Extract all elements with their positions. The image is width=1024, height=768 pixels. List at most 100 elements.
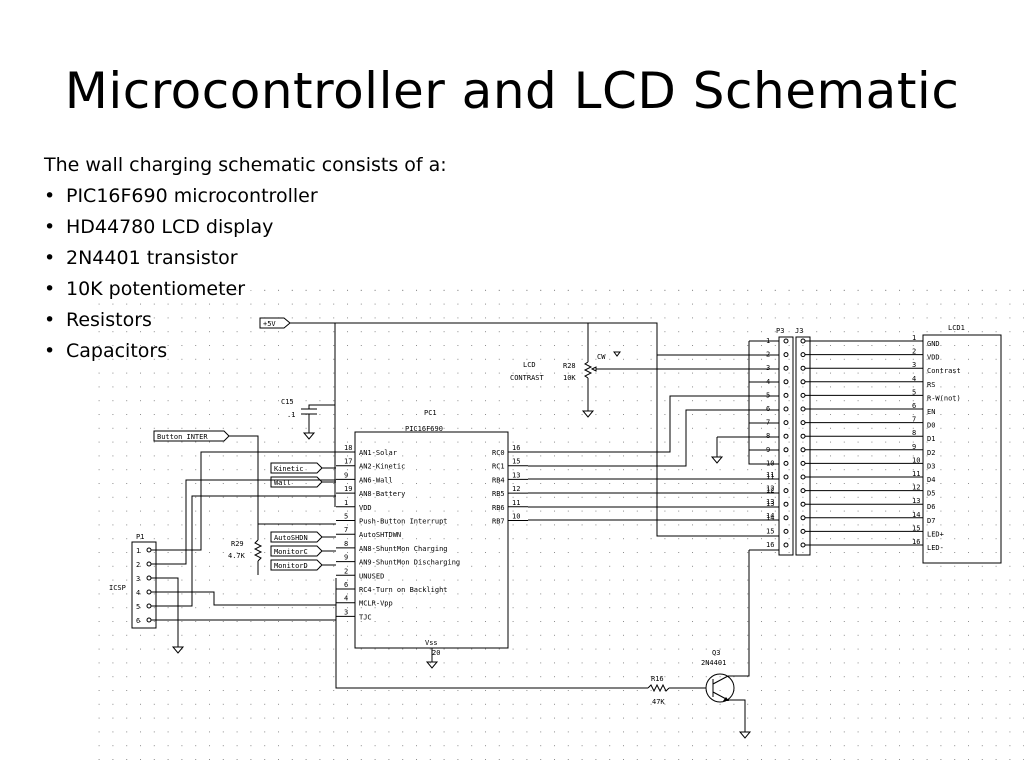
pc1-pin-number: 10 [512, 513, 520, 521]
lcd-pin-number: 2 [912, 348, 916, 356]
lcd-pin-label: LED- [927, 544, 944, 552]
pc1-pin-label: AN2-Kinetic [359, 463, 405, 471]
list-item: •PIC16F690 microcontroller [44, 185, 318, 207]
p3-pin-dot [783, 515, 789, 521]
pc1-pin-label: AN1-Solar [359, 449, 397, 457]
pc1-pin-label: AN6-Wall [359, 476, 393, 484]
r28-caption-1: LCD [523, 361, 536, 369]
list-item-text: 2N4401 transistor [66, 247, 238, 269]
p3-pin-number: 4 [766, 378, 770, 386]
pc1-pin-number: 18 [344, 444, 352, 452]
pc1-pin-number: 4 [344, 595, 348, 603]
p3-pin-number: 16 [766, 541, 774, 549]
lcd-pin-number: 7 [912, 416, 916, 424]
p3-pin-dot [783, 488, 789, 494]
pc1-pin-number: 1 [344, 499, 348, 507]
grid-dots-top [260, 278, 1024, 292]
net-flag [270, 531, 323, 543]
lcd-pin-label: D3 [927, 462, 935, 470]
resistor-r29: R29 4.7K [228, 539, 263, 562]
lcd-pin-number: 11 [912, 470, 920, 478]
wire [164, 591, 336, 606]
pc1-pin-label: AN8-Battery [359, 490, 405, 498]
net-flag [270, 476, 323, 488]
lcd-pin-label: VDD [927, 354, 940, 362]
pc1-pin-label: AutoSHTDWN [359, 531, 401, 539]
p3-pin-dot [783, 447, 789, 453]
lcd-pin-label: D6 [927, 503, 935, 511]
p3-pin-dot [783, 542, 789, 548]
pc1-pin-label: RC0 [492, 449, 505, 457]
list-item-text: Capacitors [66, 340, 168, 362]
pc1-pin-label: RC4-Turn on Backlight [359, 586, 448, 594]
p1-pin-number: 1 [136, 547, 140, 555]
p3-pin-dot [783, 474, 789, 480]
net-flag-label: MonitorD [274, 562, 308, 570]
p3-pin-number: 12 [766, 487, 774, 495]
p3-net-number: 11 [766, 471, 774, 479]
p1-caption: ICSP [109, 584, 126, 592]
pc1-pin-number: 2 [344, 567, 348, 575]
pc1-pin-label: UNUSED [359, 572, 384, 580]
wires [164, 322, 779, 739]
list-item: •HD44780 LCD display [44, 216, 274, 238]
wire [728, 550, 750, 677]
p3-pin-dot [783, 528, 789, 534]
ground-icon [738, 731, 752, 739]
pc1-part: PIC16F690 [405, 425, 443, 433]
q3-ref: Q3 [712, 649, 720, 657]
p3-pin-number: 6 [766, 405, 770, 413]
lcd-pin-label: EN [927, 408, 935, 416]
p3-pin-dot [783, 501, 789, 507]
q3-part: 2N4401 [701, 659, 726, 667]
lcd-pin-label: D7 [927, 517, 935, 525]
pc1-pin-label: RB4 [492, 476, 505, 484]
pc1-pin-label: TJC [359, 613, 372, 621]
pc1-ref: PC1 [424, 409, 437, 417]
wire [164, 479, 336, 565]
pc1-pin-label: RB5 [492, 490, 505, 498]
p3-pin-dot [783, 406, 789, 412]
c15-ref: C15 [281, 398, 294, 406]
capacitor-c15: C15 .1 [281, 398, 317, 419]
list-item: •2N4401 transistor [44, 247, 238, 269]
r28-wiper: CW [597, 353, 606, 361]
p3-pin-number: 11 [766, 473, 774, 481]
r28-caption-2: CONTRAST [510, 374, 545, 382]
wire [308, 323, 336, 409]
net-flag-label: AutoSHDN [274, 534, 308, 542]
list-item: •Resistors [44, 309, 152, 331]
p3-pin-dot [783, 433, 789, 439]
r28-value: 10K [563, 374, 576, 382]
pc1-pin-number: 9 [344, 554, 348, 562]
p3-pin-dot [783, 460, 789, 466]
p3-pin-number: 13 [766, 500, 774, 508]
lcd-ref: LCD1 [948, 324, 965, 332]
p1-pin-number: 3 [136, 575, 140, 583]
pc1-pin-label: AN9-ShuntMon Discharging [359, 559, 460, 567]
net-flag-label: Wall [274, 479, 291, 487]
intro-text: The wall charging schematic consists of … [44, 154, 447, 176]
pc1-vss: Vss [425, 639, 438, 647]
lcd-pin-label: D1 [927, 435, 935, 443]
lcd-pin-number: 14 [912, 511, 920, 519]
slide-title: Microcontroller and LCD Schematic [64, 62, 960, 120]
pc1-pin-number: 9 [344, 471, 348, 479]
lcd-pin-label: D2 [927, 449, 935, 457]
p3-ref: P3 [776, 327, 784, 335]
lcd-pin-label: RS [927, 381, 935, 389]
pc1-pin-label: VDD [359, 504, 372, 512]
r16-ref: R16 [651, 675, 664, 683]
wire [290, 322, 779, 537]
p3-pin-dot [783, 420, 789, 426]
lcd-pin-number: 3 [912, 361, 916, 369]
pic16f690-chip: PC1 PIC16F690 Vss 20 18AN1-Solar17AN2-Ki… [336, 409, 528, 657]
lcd-pin-number: 12 [912, 484, 920, 492]
pc1-vss-pin: 20 [432, 649, 440, 657]
p3-pin-number: 10 [766, 459, 774, 467]
lcd-pin-label: R-W(not) [927, 394, 961, 402]
lcd-pin-number: 1 [912, 334, 916, 342]
wire [164, 495, 336, 607]
lcd-pin-number: 8 [912, 429, 916, 437]
